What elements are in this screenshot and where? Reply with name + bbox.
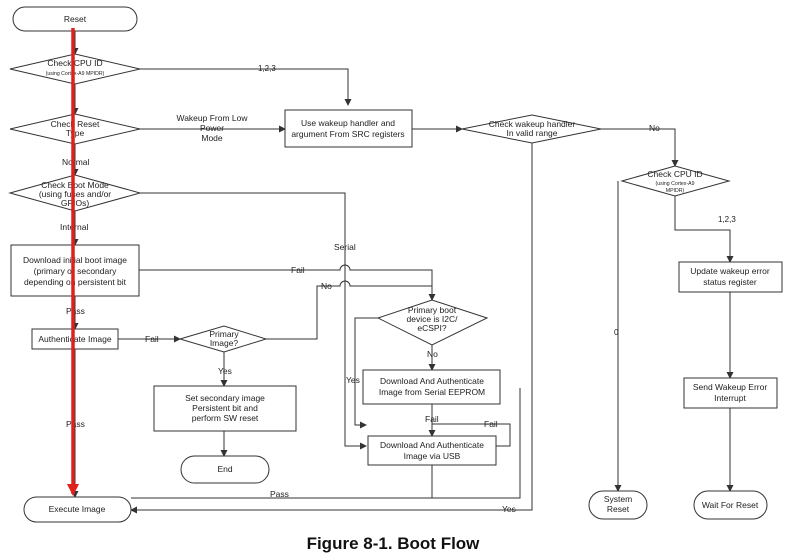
node-end: End [180,455,270,484]
edge-label-no-primary: No [321,281,332,291]
node-check-reset-type: Check Reset Type [9,113,141,145]
primary-boot-device-label-1: Primary boot [408,305,457,315]
node-use-wakeup-handler: Use wakeup handler and argument From SRC… [284,109,413,148]
node-download-usb: Download And Authenticate Image via USB [367,435,497,466]
node-reset: Reset [12,6,138,32]
node-reset-label: Reset [64,14,87,24]
edge-label-yes-bottom: Yes [502,504,516,514]
execute-image-label: Execute Image [49,504,106,514]
connectors [71,31,734,514]
authenticate-image-label: Authenticate Image [38,334,112,344]
node-wait-for-reset: Wait For Reset [693,490,768,520]
check-cpu-id-2-sublabel-2: MPIDR) [666,188,685,194]
edge-label-cpu-123: 1,2,3 [258,64,276,73]
node-send-wakeup-error: Send Wakeup Error Interrupt [683,377,778,409]
set-secondary-label-1: Set secondary image [185,393,265,403]
edge-label-pass-left: Pass [66,419,85,429]
node-execute-image: Execute Image [23,496,132,523]
check-cpu-id-2-label: Check CPU ID [647,169,702,179]
check-boot-mode-label-1: Check Boot Mode [41,180,109,190]
edge-label-wakeup-1: Wakeup From Low [176,113,248,123]
node-system-reset: System Reset [588,490,648,520]
edge-label-fail-usb: Fail [484,419,498,429]
end-label: End [217,464,232,474]
node-download-initial: Download initial boot image (primary or … [10,244,140,297]
check-reset-type-label-2: Type [66,128,85,138]
set-secondary-label-3: perform SW reset [192,413,259,423]
figure-caption: Figure 8-1. Boot Flow [307,534,481,553]
download-initial-label-1: Download initial boot image [23,255,127,265]
wait-for-reset-label: Wait For Reset [702,500,759,510]
primary-boot-device-label-3: eCSPI? [417,323,447,333]
node-authenticate-image: Authenticate Image [31,328,119,350]
node-check-wakeup-handler: Check wakeup handler In valid range [461,114,602,144]
edge-label-no-wakeup: No [649,123,660,133]
primary-image-label-2: Image? [210,338,239,348]
download-serial-eeprom-label-2: Image from Serial EEPROM [379,387,485,397]
check-wakeup-handler-label-1: Check wakeup handler [489,119,576,129]
node-check-cpu-id-2: Check CPU ID (using Cortex-A9 MPIDR) [620,165,731,197]
download-initial-label-3: depending on persistent bit [24,277,127,287]
node-download-serial-eeprom: Download And Authenticate Image from Ser… [362,369,501,405]
set-secondary-label-2: Persistent bit and [192,403,258,413]
use-wakeup-handler-label-2: argument From SRC registers [291,129,404,139]
system-reset-label-2: Reset [607,504,630,514]
download-usb-label-2: Image via USB [404,451,461,461]
edge-label-wakeup-2: Power [200,123,224,133]
check-boot-mode-label-3: GPIOs) [61,198,90,208]
node-check-boot-mode: Check Boot Mode (using fuses and/or GPIO… [8,174,142,212]
check-boot-mode-label-2: (using fuses and/or [39,189,111,199]
node-set-secondary: Set secondary image Persistent bit and p… [153,385,297,432]
update-wakeup-error-label-1: Update wakeup error [690,266,770,276]
download-serial-eeprom-label-1: Download And Authenticate [380,376,484,386]
edge-label-pass-bottom: Pass [270,489,289,499]
edge-label-serial: Serial [334,242,356,252]
check-cpu-id-sublabel: (using Cortex-A9 MPIDR) [46,71,105,77]
node-primary-boot-device: Primary boot device is I2C/ eCSPI? [376,299,489,346]
edge-label-wakeup-3: Mode [201,133,223,143]
check-cpu-id-label: Check CPU ID [47,58,102,68]
use-wakeup-handler-label-1: Use wakeup handler and [301,118,395,128]
edge-label-pass-download: Pass [66,306,85,316]
node-check-cpu-id: Check CPU ID (using Cortex-A9 MPIDR) [9,53,141,85]
system-reset-label-1: System [604,494,632,504]
download-usb-label-1: Download And Authenticate [380,440,484,450]
edge-label-fail-eeprom: Fail [425,414,439,424]
node-primary-image: Primary Image? [178,325,268,353]
check-cpu-id-2-sublabel-1: (using Cortex-A9 [656,181,695,187]
download-initial-label-2: (primary or secondary [34,266,117,276]
edge-label-cpu2-0: 0 [614,328,619,337]
edge-label-fail-authenticate: Fail [145,334,159,344]
send-wakeup-error-label-1: Send Wakeup Error [693,382,767,392]
edge-label-normal: Normal [62,157,90,167]
primary-image-label-1: Primary [209,329,239,339]
edge-label-fail-download: Fail [291,265,305,275]
primary-boot-device-label-2: device is I2C/ [406,314,458,324]
check-wakeup-handler-label-2: In valid range [506,128,557,138]
edge-label-cpu2-123: 1,2,3 [718,215,736,224]
send-wakeup-error-label-2: Interrupt [714,393,746,403]
node-update-wakeup-error: Update wakeup error status register [678,261,783,293]
update-wakeup-error-label-2: status register [703,277,757,287]
edge-label-yes-primary: Yes [218,366,232,376]
edge-label-no-boot-device: No [427,349,438,359]
check-reset-type-label-1: Check Reset [51,119,100,129]
edge-label-yes-boot-device: Yes [346,375,360,385]
